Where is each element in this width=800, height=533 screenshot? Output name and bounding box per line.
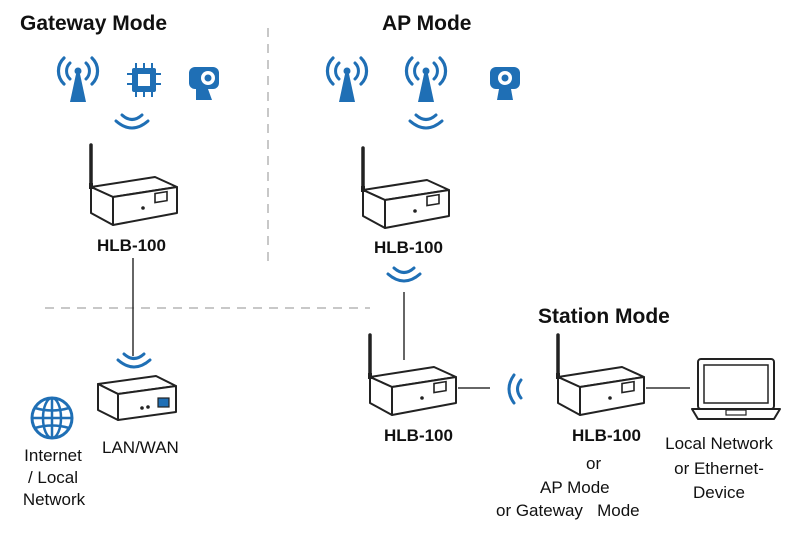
lan-wan-label: LAN/WAN <box>102 438 179 457</box>
antenna-tower-icon <box>56 56 100 104</box>
wifi-waves-icon <box>116 352 152 369</box>
router-icon <box>554 333 646 417</box>
router-icon <box>87 143 179 227</box>
globe-icon <box>30 396 74 440</box>
wifi-waves-icon <box>408 113 444 130</box>
internet-label-line2: / Local <box>27 468 79 487</box>
ap-mode-label: AP Mode <box>540 478 610 497</box>
station-mode-title: Station Mode <box>538 305 670 328</box>
local-network-label-line3: Device <box>693 483 745 502</box>
router-icon <box>359 146 451 230</box>
station-left-router-label: HLB-100 <box>384 426 453 445</box>
ap-mode-title: AP Mode <box>382 12 472 35</box>
wifi-waves-icon <box>386 266 422 283</box>
station-right-router-label: HLB-100 <box>572 426 641 445</box>
or-label: or <box>586 454 602 473</box>
lan-router-icon <box>97 375 177 421</box>
camera-icon <box>189 67 219 100</box>
iot-chip-icon <box>127 63 161 97</box>
or-gateway-mode-label: or Gateway Mode <box>496 501 640 520</box>
wifi-waves-icon <box>507 373 523 405</box>
laptop-icon <box>691 358 781 420</box>
antenna-tower-icon <box>404 56 448 104</box>
local-network-label-line1: Local Network <box>665 434 773 453</box>
router-icon <box>366 333 458 417</box>
internet-label-line1: Internet <box>24 446 82 465</box>
gateway-router-label: HLB-100 <box>97 236 166 255</box>
local-network-label-line2: or Ethernet- <box>674 459 764 478</box>
internet-label-line3: Network <box>22 490 86 509</box>
camera-icon <box>490 67 520 100</box>
gateway-mode-title: Gateway Mode <box>20 12 168 35</box>
wifi-waves-icon <box>114 113 150 130</box>
ap-router-label: HLB-100 <box>374 238 443 257</box>
antenna-tower-icon <box>325 56 369 104</box>
